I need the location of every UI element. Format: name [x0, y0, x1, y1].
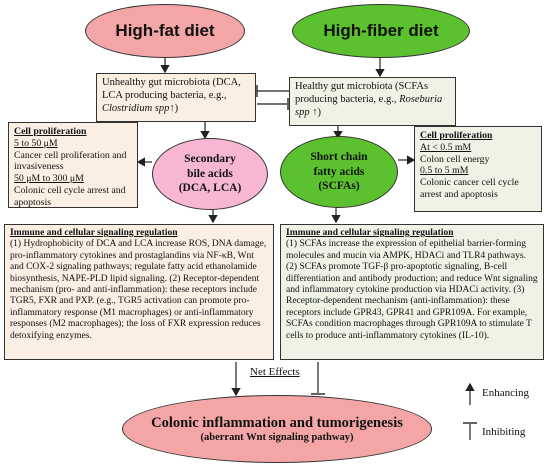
outcome-subtitle: (aberrant Wnt signaling pathway) [200, 432, 354, 443]
right-prolif-range2: 0.5 to 5 mM [420, 165, 469, 177]
unhealthy-microbiota-box: Unhealthy gut microbiota (DCA, LCA produ… [96, 73, 256, 122]
high-fiber-diet-ellipse: High-fiber diet [292, 4, 470, 58]
unhealthy-detail: (DCA, LCA producing bacteria, e.g., [102, 77, 241, 101]
unhealthy-species: Clostridium spp [102, 102, 170, 114]
scfa-line3: (SCFAs) [318, 180, 360, 193]
left-cell-proliferation-box: Cell proliferation 5 to 50 μM Cancer cel… [8, 122, 138, 208]
unhealthy-title: Unhealthy gut microbiota [102, 77, 210, 88]
left-immune-text: (1) Hydrophobicity of DCA and LCA increa… [10, 239, 267, 341]
high-fat-diet-ellipse: High-fat diet [85, 4, 245, 58]
up-arrow-icon: ↑ [312, 106, 318, 118]
left-immune-title: Immune and cellular signaling regulation [10, 228, 178, 238]
left-prolif-effect2: Colonic cell cycle arrest and apoptosis [14, 184, 126, 208]
healthy-close: ) [317, 106, 321, 118]
up-arrow-icon: ↑ [169, 102, 175, 114]
right-prolif-effect2: Colonic cancer cell cycle arrest and apo… [420, 177, 519, 200]
left-prolif-range2: 50 μM to 300 μM [14, 173, 84, 184]
bile-line1: Secondary [184, 153, 236, 166]
net-effects-label: Net Effects [250, 366, 300, 378]
left-prolif-effect1: Cancer cell proliferation and invasivene… [14, 149, 127, 173]
left-immune-signaling-box: Immune and cellular signaling regulation… [4, 224, 274, 360]
high-fiber-diet-label: High-fiber diet [323, 21, 439, 40]
high-fat-diet-label: High-fat diet [115, 21, 215, 40]
right-immune-title: Immune and cellular signaling regulation [286, 228, 454, 238]
right-cell-proliferation-box: Cell proliferation At < 0.5 mM Colon cel… [414, 126, 542, 212]
healthy-detail: (SCFAs producing bacteria, e.g., [295, 81, 429, 105]
healthy-microbiota-box: Healthy gut microbiota (SCFAs producing … [289, 77, 456, 126]
bile-line3: (DCA, LCA) [178, 182, 242, 195]
left-prolif-range1: 5 to 50 μM [14, 137, 58, 149]
healthy-title: Healthy gut microbiota [295, 81, 393, 92]
outcome-title: Colonic inflammation and tumorigenesis [151, 415, 403, 431]
scfa-ellipse: Short chain fatty acids (SCFAs) [280, 136, 398, 208]
right-immune-signaling-box: Immune and cellular signaling regulation… [280, 224, 544, 360]
secondary-bile-acids-ellipse: Secondary bile acids (DCA, LCA) [152, 138, 268, 210]
legend-enhancing-label: Enhancing [482, 387, 530, 399]
healthy-species: Roseburia spp [295, 93, 443, 118]
outcome-ellipse: Colonic inflammation and tumorigenesis (… [122, 395, 432, 463]
scfa-line2: fatty acids [313, 165, 365, 178]
right-prolif-effect1: Colon cell energy [420, 153, 490, 165]
right-prolif-title: Cell proliferation [420, 130, 493, 141]
scfa-line1: Short chain [310, 151, 368, 164]
right-prolif-range1: At < 0.5 mM [420, 141, 472, 153]
unhealthy-close: ) [174, 102, 179, 114]
right-immune-text: (1) SCFAs increase the expression of epi… [286, 239, 538, 341]
legend-inhibiting-label: Inhibiting [482, 426, 526, 438]
bile-line2: bile acids [187, 167, 233, 180]
left-prolif-title: Cell proliferation [14, 126, 87, 137]
